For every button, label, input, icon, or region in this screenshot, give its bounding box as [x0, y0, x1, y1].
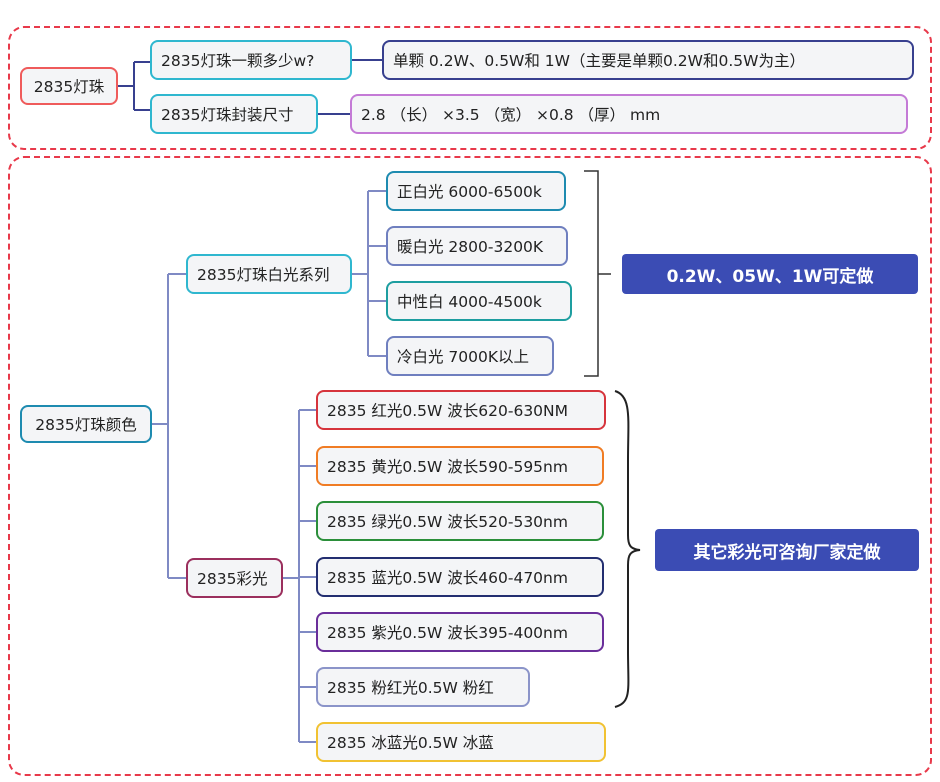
node-white-item-neutral-white[interactable]: 中性白 4000-4500k	[386, 281, 572, 321]
node-color-item-pink[interactable]: 2835 粉红光0.5W 粉红	[316, 667, 530, 707]
node-white-series[interactable]: 2835灯珠白光系列	[186, 254, 352, 294]
node-answer-package-size[interactable]: 2.8 （长） ×3.5 （宽） ×0.8 （厚） mm	[350, 94, 908, 134]
node-question-wattage[interactable]: 2835灯珠一颗多少w?	[150, 40, 352, 80]
node-question-package-size[interactable]: 2835灯珠封装尺寸	[150, 94, 318, 134]
note-white-custom-wattage[interactable]: 0.2W、05W、1W可定做	[622, 254, 918, 294]
node-answer-wattage[interactable]: 单颗 0.2W、0.5W和 1W（主要是单颗0.2W和0.5W为主）	[382, 40, 914, 80]
node-color-item-purple[interactable]: 2835 紫光0.5W 波长395-400nm	[316, 612, 604, 652]
section-frame-colors	[8, 156, 932, 776]
node-white-item-cool-white[interactable]: 正白光 6000-6500k	[386, 171, 566, 211]
node-white-item-warm-white[interactable]: 暖白光 2800-3200K	[386, 226, 568, 266]
node-color-item-green[interactable]: 2835 绿光0.5W 波长520-530nm	[316, 501, 604, 541]
node-color-item-red[interactable]: 2835 红光0.5W 波长620-630NM	[316, 390, 606, 430]
node-2835-led-root[interactable]: 2835灯珠	[20, 67, 118, 105]
node-color-item-blue[interactable]: 2835 蓝光0.5W 波长460-470nm	[316, 557, 604, 597]
node-color-series[interactable]: 2835彩光	[186, 558, 283, 598]
node-color-item-yellow[interactable]: 2835 黄光0.5W 波长590-595nm	[316, 446, 604, 486]
node-white-item-cold-white[interactable]: 冷白光 7000K以上	[386, 336, 554, 376]
node-color-root[interactable]: 2835灯珠颜色	[20, 405, 152, 443]
node-color-item-ice-blue[interactable]: 2835 冰蓝光0.5W 冰蓝	[316, 722, 606, 762]
section-frame-specs	[8, 26, 932, 150]
note-other-colors-custom[interactable]: 其它彩光可咨询厂家定做	[655, 529, 919, 571]
